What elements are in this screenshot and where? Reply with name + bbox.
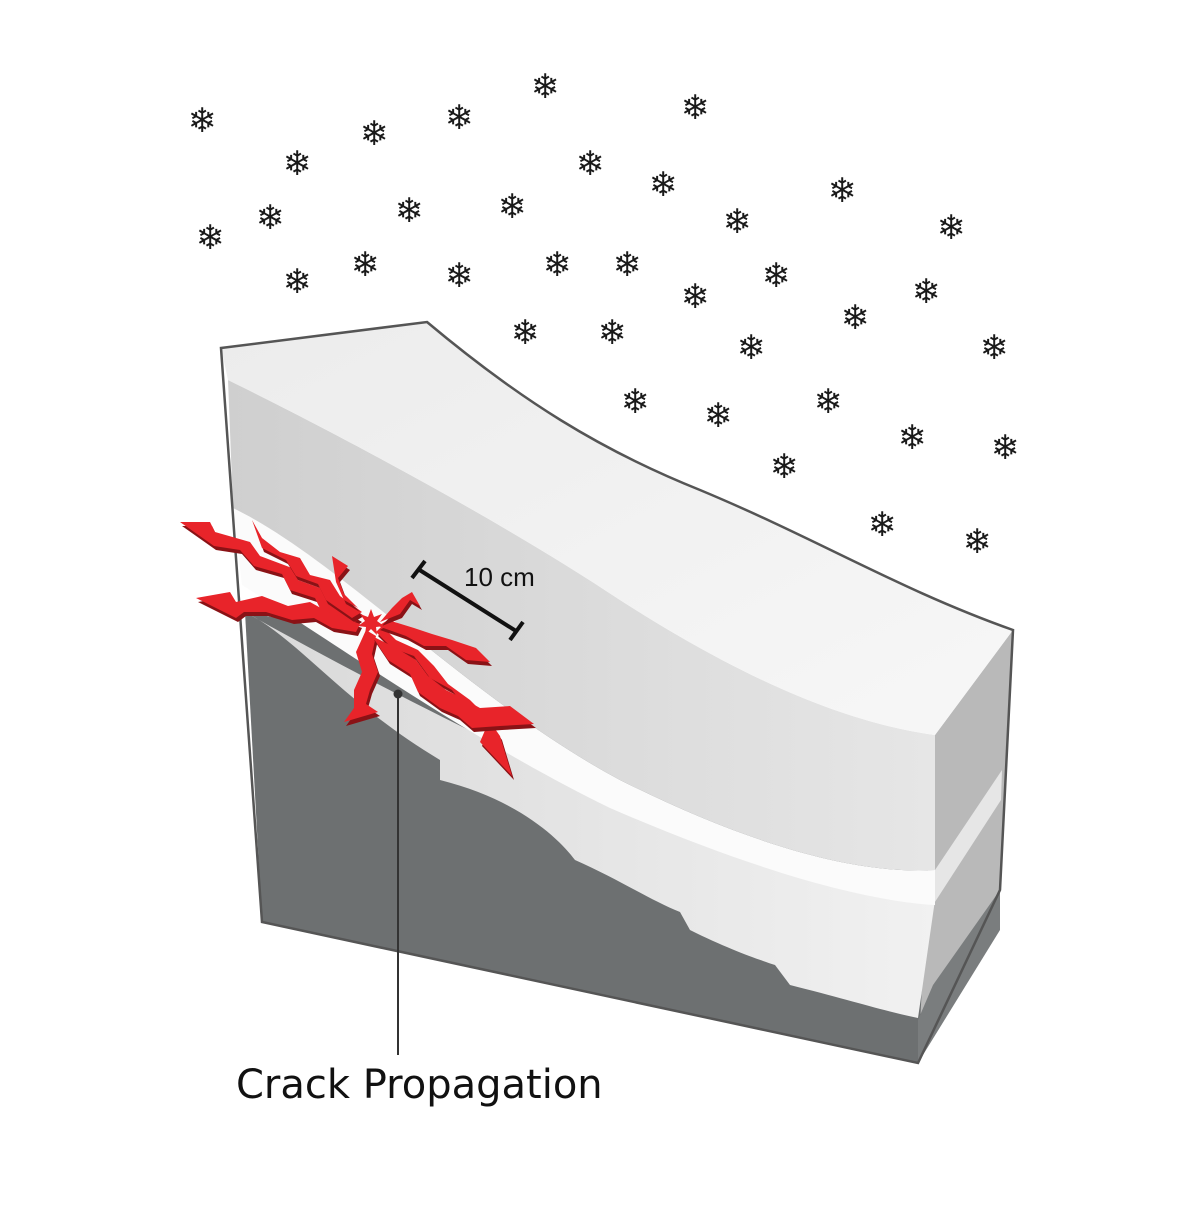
crack-arrows — [180, 520, 536, 780]
snowflake-icon: ❄ — [444, 256, 474, 296]
snowflake-icon: ❄ — [444, 98, 474, 138]
crack-arrow-icon — [332, 556, 358, 608]
snowflake-icon: ❄ — [597, 313, 627, 353]
crack-arrow-icon — [372, 636, 534, 728]
snowflake-icon: ❄ — [936, 208, 966, 248]
snowflake-icon: ❄ — [867, 505, 897, 545]
crack-arrow-icon — [344, 630, 378, 722]
scale-bar-label: 10 cm — [464, 562, 535, 592]
snowflake-icon: ❄ — [394, 191, 424, 231]
snowflake-icon: ❄ — [350, 245, 380, 285]
snowflake-icon: ❄ — [813, 382, 843, 422]
crack-arrow-icon — [378, 620, 490, 662]
snowflake-icon: ❄ — [979, 328, 1009, 368]
caption-label: Crack Propagation — [236, 1062, 603, 1108]
caption-leader-dot — [393, 689, 403, 699]
crack-arrow-icon — [252, 520, 362, 618]
crack-arrow-icon — [380, 592, 420, 622]
snowflake-icon: ❄ — [497, 187, 527, 227]
snowflake-icon: ❄ — [195, 218, 225, 258]
snowflake-icon: ❄ — [282, 144, 312, 184]
snowflake-icon: ❄ — [736, 328, 766, 368]
snowflake-icon: ❄ — [761, 256, 791, 296]
snowflake-icon: ❄ — [827, 171, 857, 211]
snowflake-icon: ❄ — [542, 245, 572, 285]
snowflake-icon: ❄ — [255, 198, 285, 238]
snowflake-icon: ❄ — [680, 88, 710, 128]
snowflake-icon: ❄ — [530, 67, 560, 107]
snowflake-icon: ❄ — [840, 298, 870, 338]
snowflake-icon: ❄ — [680, 277, 710, 317]
snowflake-icon: ❄ — [187, 101, 217, 141]
scale-bar — [410, 559, 525, 642]
snowflake-icon: ❄ — [359, 114, 389, 154]
snowflake-icon: ❄ — [510, 313, 540, 353]
snowflake-icon: ❄ — [897, 418, 927, 458]
snowflake-icon: ❄ — [575, 144, 605, 184]
snowflake-icon: ❄ — [911, 272, 941, 312]
crack-arrow-icon — [376, 626, 512, 776]
snowflake-icon: ❄ — [722, 202, 752, 242]
crack-arrow-icon — [196, 592, 360, 632]
side-weak-layer — [933, 770, 1002, 905]
crack-arrow-icon — [180, 522, 360, 624]
snowflake-icon: ❄ — [620, 382, 650, 422]
snowflake-icon: ❄ — [282, 262, 312, 302]
lower-slab — [245, 612, 935, 1018]
snowflake-icon: ❄ — [990, 428, 1020, 468]
snow-surface — [221, 322, 1013, 735]
snowflake-icon: ❄ — [703, 396, 733, 436]
snowflake-icon: ❄ — [612, 245, 642, 285]
snowflake-icon: ❄ — [648, 165, 678, 205]
block-outline — [219, 320, 1015, 1065]
snowflake-icon: ❄ — [962, 522, 992, 562]
impact-point-icon — [358, 609, 384, 635]
snowflake-icon: ❄ — [769, 447, 799, 487]
upper-slab — [228, 380, 935, 871]
crack-arrow-shadow — [182, 526, 362, 628]
